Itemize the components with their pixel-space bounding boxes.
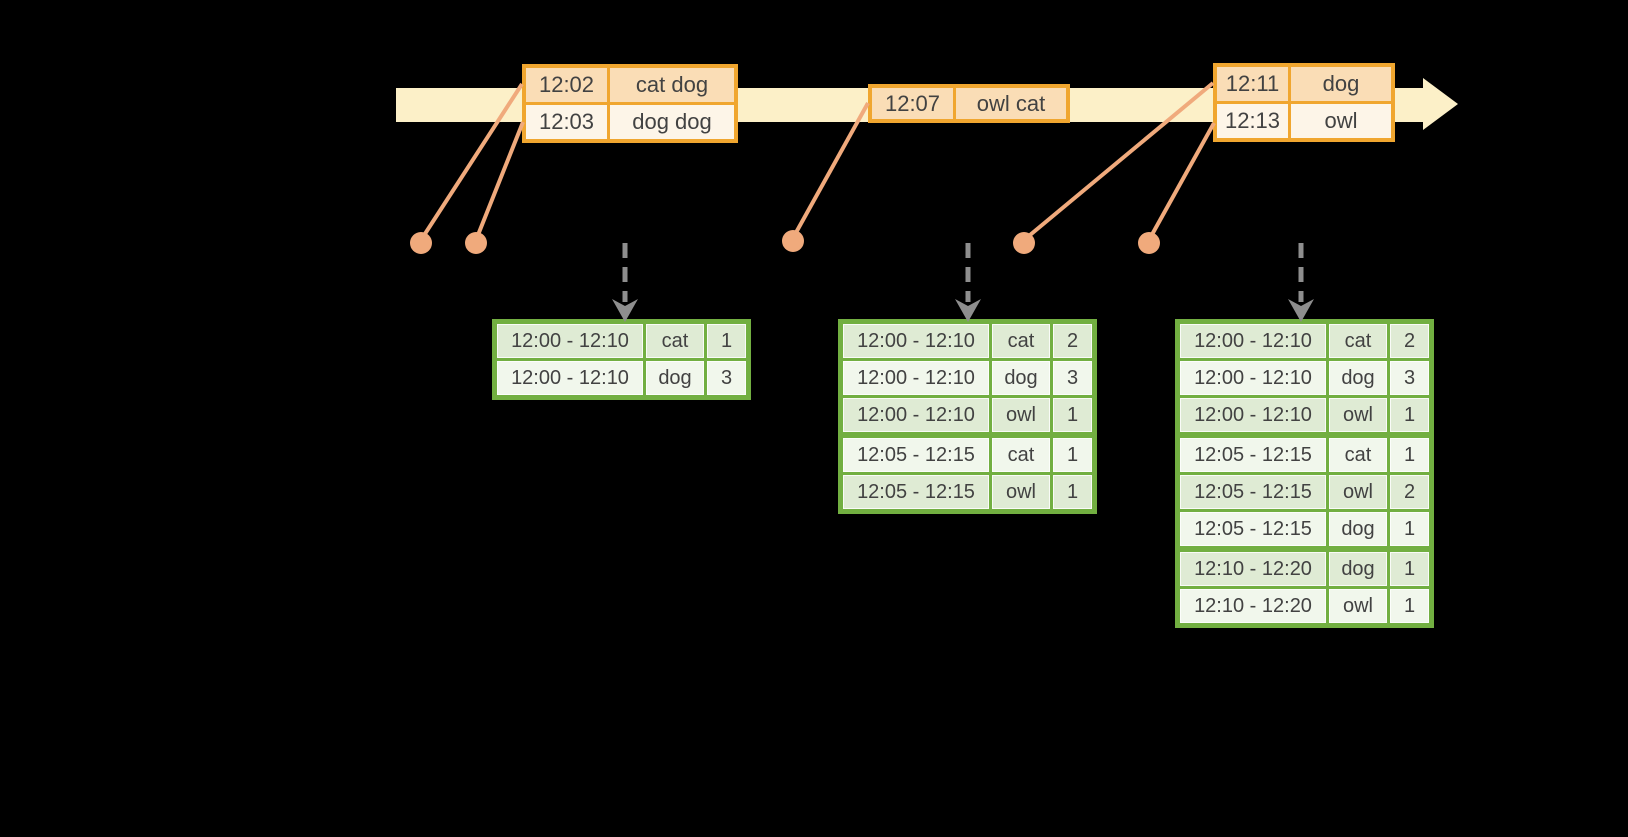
window-cell: 12:10 - 12:20 bbox=[1180, 552, 1326, 586]
event-dot bbox=[782, 230, 804, 252]
event-connector-line bbox=[474, 121, 525, 241]
table-row: 12:00 - 12:10 cat 2 bbox=[843, 324, 1092, 358]
event-time: 12:11 bbox=[1217, 67, 1288, 101]
word-cell: dog bbox=[646, 361, 704, 395]
event-time: 12:03 bbox=[526, 105, 607, 139]
count-cell: 3 bbox=[1053, 361, 1092, 395]
table-row: 12:05 - 12:15 dog 1 bbox=[1180, 512, 1429, 546]
window-cell: 12:00 - 12:10 bbox=[1180, 398, 1326, 432]
event-connector-line bbox=[419, 82, 524, 242]
event-dot bbox=[1138, 232, 1160, 254]
window-cell: 12:05 - 12:15 bbox=[1180, 512, 1326, 546]
event-row: 12:11 dog bbox=[1217, 67, 1391, 101]
event-dot bbox=[1013, 232, 1035, 254]
table-row: 12:00 - 12:10 dog 3 bbox=[1180, 361, 1429, 395]
table-row: 12:00 - 12:10 owl 1 bbox=[843, 398, 1092, 432]
event-box-1207: 12:07 owl cat bbox=[868, 84, 1070, 123]
word-cell: cat bbox=[1329, 438, 1387, 472]
word-cell: cat bbox=[992, 324, 1050, 358]
result-table-1: 12:00 - 12:10 cat 1 12:00 - 12:10 dog 3 bbox=[492, 319, 751, 400]
event-row: 12:07 owl cat bbox=[872, 88, 1066, 119]
word-cell: dog bbox=[1329, 552, 1387, 586]
window-cell: 12:00 - 12:10 bbox=[843, 398, 989, 432]
event-box-1202: 12:02 cat dog 12:03 dog dog bbox=[522, 64, 738, 143]
word-cell: dog bbox=[1329, 512, 1387, 546]
event-row: 12:02 cat dog bbox=[526, 68, 734, 102]
count-cell: 1 bbox=[707, 324, 746, 358]
event-connector-line bbox=[791, 102, 870, 239]
word-cell: cat bbox=[992, 438, 1050, 472]
word-cell: owl bbox=[1329, 398, 1387, 432]
table-row: 12:00 - 12:10 dog 3 bbox=[843, 361, 1092, 395]
table-row: 12:00 - 12:10 owl 1 bbox=[1180, 398, 1429, 432]
event-box-1211: 12:11 dog 12:13 owl bbox=[1213, 63, 1395, 142]
table-row: 12:10 - 12:20 owl 1 bbox=[1180, 589, 1429, 623]
result-table-3: 12:00 - 12:10 cat 2 12:00 - 12:10 dog 3 … bbox=[1175, 319, 1434, 628]
word-cell: owl bbox=[1329, 475, 1387, 509]
count-cell: 1 bbox=[1053, 398, 1092, 432]
event-time: 12:07 bbox=[872, 88, 953, 119]
count-cell: 1 bbox=[1053, 475, 1092, 509]
word-cell: owl bbox=[992, 398, 1050, 432]
table-row: 12:05 - 12:15 cat 1 bbox=[1180, 438, 1429, 472]
event-time: 12:02 bbox=[526, 68, 607, 102]
window-cell: 12:00 - 12:10 bbox=[497, 361, 643, 395]
count-cell: 2 bbox=[1053, 324, 1092, 358]
event-dot bbox=[465, 232, 487, 254]
count-cell: 1 bbox=[1053, 438, 1092, 472]
table-row: 12:00 - 12:10 cat 1 bbox=[497, 324, 746, 358]
window-cell: 12:00 - 12:10 bbox=[1180, 361, 1326, 395]
event-words: dog dog bbox=[610, 105, 734, 139]
word-cell: cat bbox=[646, 324, 704, 358]
event-words: owl cat bbox=[956, 88, 1066, 119]
count-cell: 1 bbox=[1390, 589, 1429, 623]
window-cell: 12:00 - 12:10 bbox=[843, 361, 989, 395]
result-table-2: 12:00 - 12:10 cat 2 12:00 - 12:10 dog 3 … bbox=[838, 319, 1097, 514]
window-cell: 12:05 - 12:15 bbox=[843, 475, 989, 509]
word-cell: cat bbox=[1329, 324, 1387, 358]
window-cell: 12:00 - 12:10 bbox=[843, 324, 989, 358]
count-cell: 1 bbox=[1390, 512, 1429, 546]
event-time: 12:13 bbox=[1217, 104, 1288, 138]
count-cell: 1 bbox=[1390, 552, 1429, 586]
table-row: 12:05 - 12:15 owl 2 bbox=[1180, 475, 1429, 509]
count-cell: 1 bbox=[1390, 438, 1429, 472]
event-row: 12:13 owl bbox=[1217, 104, 1391, 138]
window-cell: 12:05 - 12:15 bbox=[843, 438, 989, 472]
count-cell: 3 bbox=[707, 361, 746, 395]
table-row: 12:00 - 12:10 cat 2 bbox=[1180, 324, 1429, 358]
count-cell: 1 bbox=[1390, 398, 1429, 432]
event-words: owl bbox=[1291, 104, 1391, 138]
timeline-arrowhead-icon bbox=[1423, 78, 1458, 130]
window-cell: 12:05 - 12:15 bbox=[1180, 438, 1326, 472]
word-cell: dog bbox=[992, 361, 1050, 395]
window-cell: 12:10 - 12:20 bbox=[1180, 589, 1326, 623]
window-cell: 12:00 - 12:10 bbox=[497, 324, 643, 358]
event-row: 12:03 dog dog bbox=[526, 105, 734, 139]
event-dot bbox=[410, 232, 432, 254]
event-words: dog bbox=[1291, 67, 1391, 101]
window-cell: 12:05 - 12:15 bbox=[1180, 475, 1326, 509]
table-row: 12:05 - 12:15 owl 1 bbox=[843, 475, 1092, 509]
count-cell: 2 bbox=[1390, 324, 1429, 358]
table-row: 12:10 - 12:20 dog 1 bbox=[1180, 552, 1429, 586]
table-row: 12:05 - 12:15 cat 1 bbox=[843, 438, 1092, 472]
count-cell: 3 bbox=[1390, 361, 1429, 395]
word-cell: dog bbox=[1329, 361, 1387, 395]
word-cell: owl bbox=[1329, 589, 1387, 623]
event-connector-line bbox=[1147, 122, 1216, 241]
window-cell: 12:00 - 12:10 bbox=[1180, 324, 1326, 358]
event-words: cat dog bbox=[610, 68, 734, 102]
table-row: 12:00 - 12:10 dog 3 bbox=[497, 361, 746, 395]
word-cell: owl bbox=[992, 475, 1050, 509]
count-cell: 2 bbox=[1390, 475, 1429, 509]
